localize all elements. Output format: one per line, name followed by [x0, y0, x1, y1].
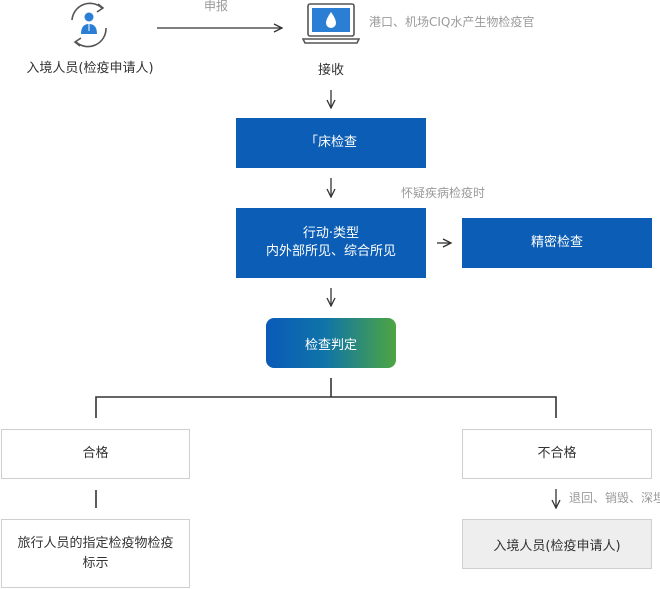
person-cycle-icon	[71, 2, 107, 48]
pass-box: 合格	[1, 429, 190, 479]
precise-exam-box: 精密检查	[462, 218, 652, 268]
applicant-label: 入境人员(检疫申请人)	[26, 61, 154, 76]
branch-line	[95, 396, 557, 418]
judgement-box: 检查判定	[266, 318, 396, 368]
action-type-line1: 行动·类型	[302, 226, 360, 241]
fail-result-box: 入境人员(检疫申请人)	[462, 519, 652, 569]
precise-exam-text: 精密检查	[530, 235, 583, 250]
disposal-label: 退回、销毁、深埋	[569, 491, 660, 505]
pass-result-line1: 旅行人员的指定检疫物检疫	[17, 535, 174, 551]
fail-text: 不合格	[537, 446, 577, 461]
suspect-label: 怀疑疾病检疫时	[401, 186, 486, 200]
clinical-exam-text: 「床检查	[304, 135, 357, 150]
officer-label: 港口、机场CIQ水产生物检疫官	[369, 15, 535, 29]
pass-result-line2: 标示	[82, 555, 109, 571]
fail-result-text: 入境人员(检疫申请人)	[493, 538, 621, 554]
laptop-water-drop-icon	[302, 3, 360, 44]
clinical-exam-box: 「床检查	[236, 118, 426, 168]
receive-label: 接收	[317, 63, 344, 78]
judgement-text: 检查判定	[304, 337, 357, 353]
fail-box: 不合格	[462, 429, 652, 479]
action-type-box: 行动·类型 内外部所见、综合所见	[236, 208, 426, 278]
pass-result-box: 旅行人员的指定检疫物检疫 标示	[1, 519, 190, 588]
declare-label: 申报	[204, 0, 229, 13]
pass-text: 合格	[82, 446, 109, 461]
action-type-line2: 内外部所见、综合所见	[265, 244, 396, 259]
